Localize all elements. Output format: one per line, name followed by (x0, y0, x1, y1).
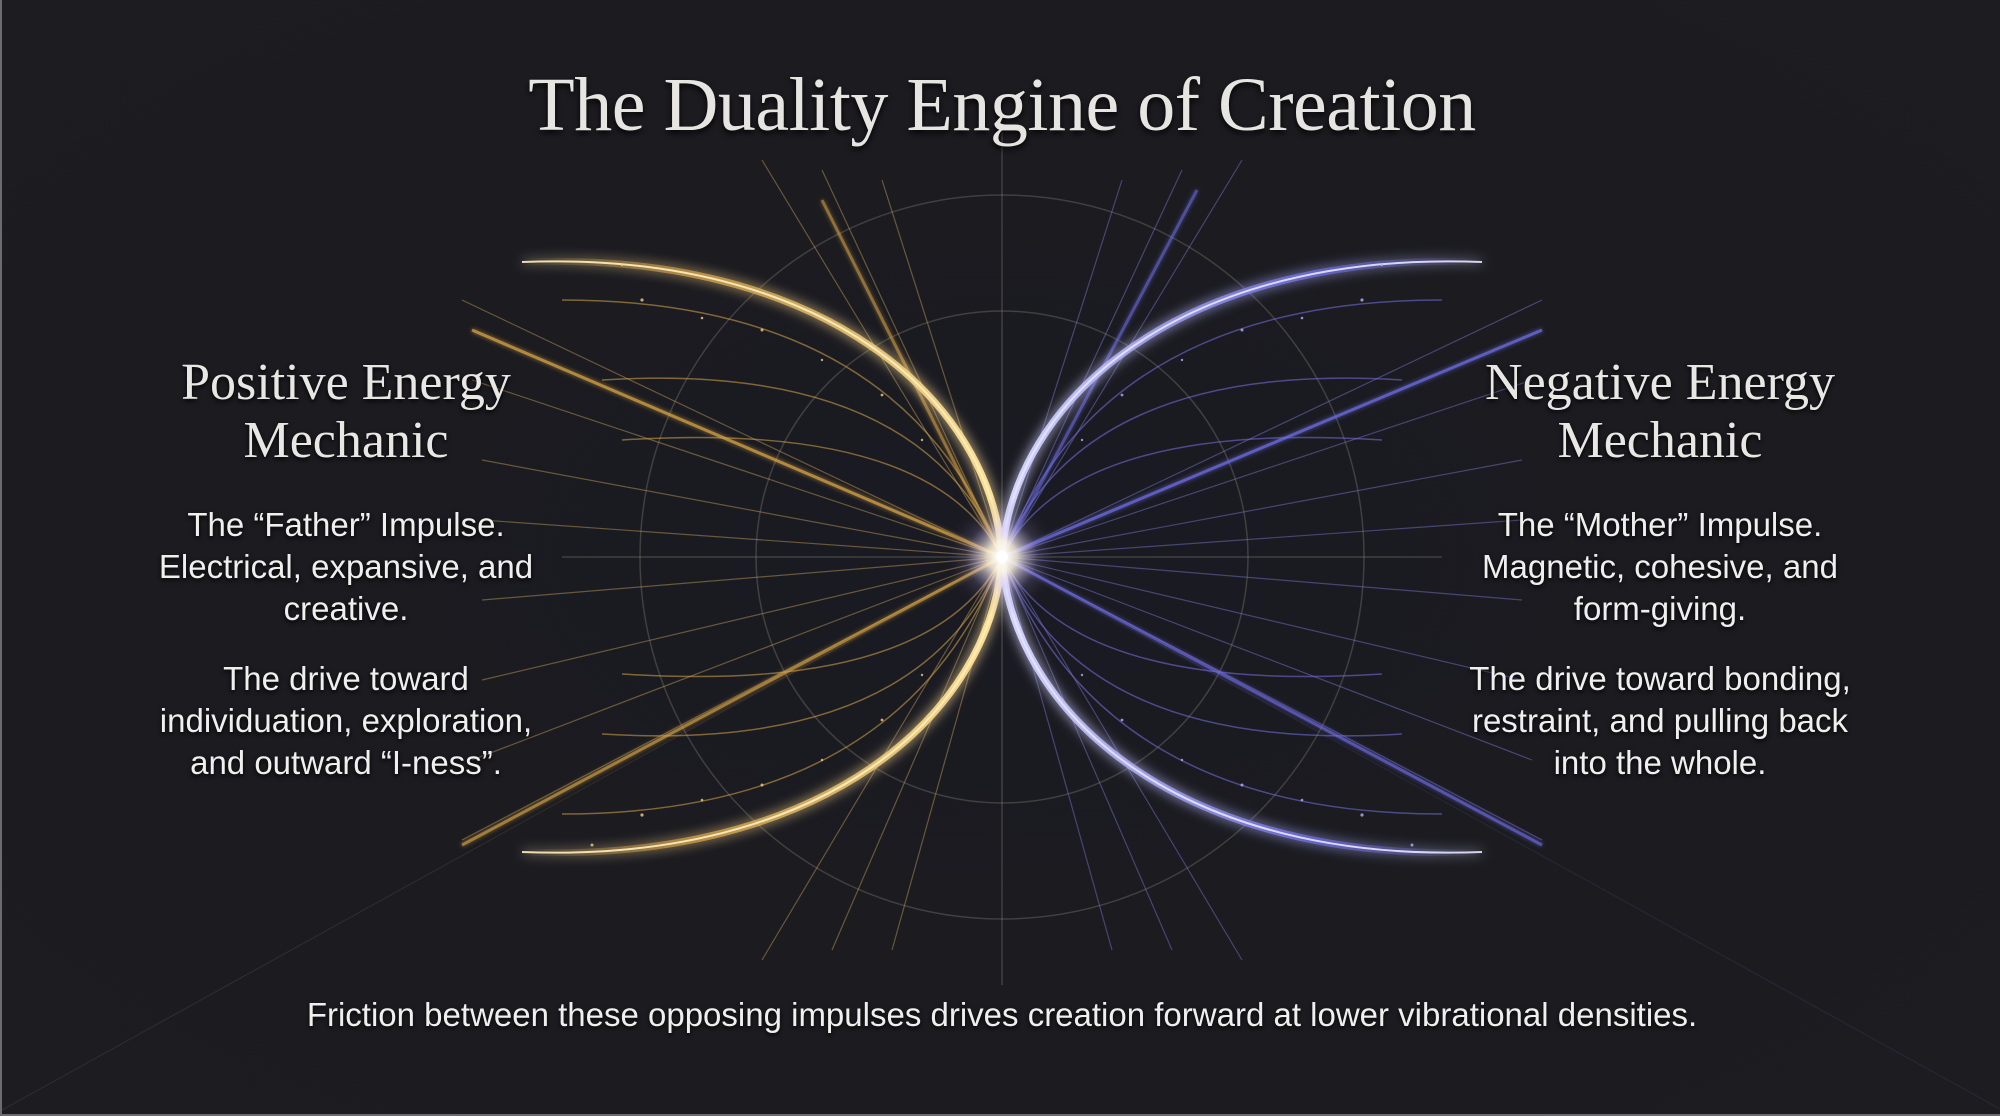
text-line: Magnetic, cohesive, and (1482, 548, 1838, 585)
text-line: and outward “I-ness”. (190, 744, 502, 781)
text-line: individuation, exploration, (159, 702, 533, 739)
text-line: The “Father” Impulse. (187, 506, 505, 543)
positive-energy-heading: Positive Energy Mechanic (116, 354, 576, 470)
radial-light-rays-icon (2, 159, 2000, 1111)
heading-line: Positive Energy (181, 354, 511, 411)
mother-impulse-description: The “Mother” Impulse. Magnetic, cohesive… (1430, 504, 1890, 630)
bonding-description: The drive toward bonding, restraint, and… (1430, 658, 1890, 784)
text-line: The “Mother” Impulse. (1497, 506, 1823, 543)
page-title: The Duality Engine of Creation (528, 63, 1476, 147)
heading-line: Mechanic (243, 412, 449, 469)
individuation-description: The drive toward individuation, explorat… (116, 658, 576, 784)
father-impulse-description: The “Father” Impulse. Electrical, expans… (116, 504, 576, 630)
heading-line: Mechanic (1557, 412, 1763, 469)
text-line: restraint, and pulling back (1471, 702, 1849, 739)
text-line: creative. (283, 590, 409, 627)
text-line: Electrical, expansive, and (158, 548, 534, 585)
text-line: form-giving. (1573, 590, 1747, 627)
positive-energy-panel: Positive Energy Mechanic The “Father” Im… (116, 354, 576, 812)
negative-energy-panel: Negative Energy Mechanic The “Mother” Im… (1430, 354, 1890, 812)
text-line: The drive toward bonding, (1469, 660, 1851, 697)
text-line: into the whole. (1553, 744, 1767, 781)
text-line: The drive toward (223, 660, 469, 697)
negative-energy-heading: Negative Energy Mechanic (1430, 354, 1890, 470)
footer-caption: Friction between these opposing impulses… (306, 996, 1698, 1033)
central-light-flare-icon (942, 497, 1062, 617)
heading-line: Negative Energy (1485, 354, 1835, 411)
